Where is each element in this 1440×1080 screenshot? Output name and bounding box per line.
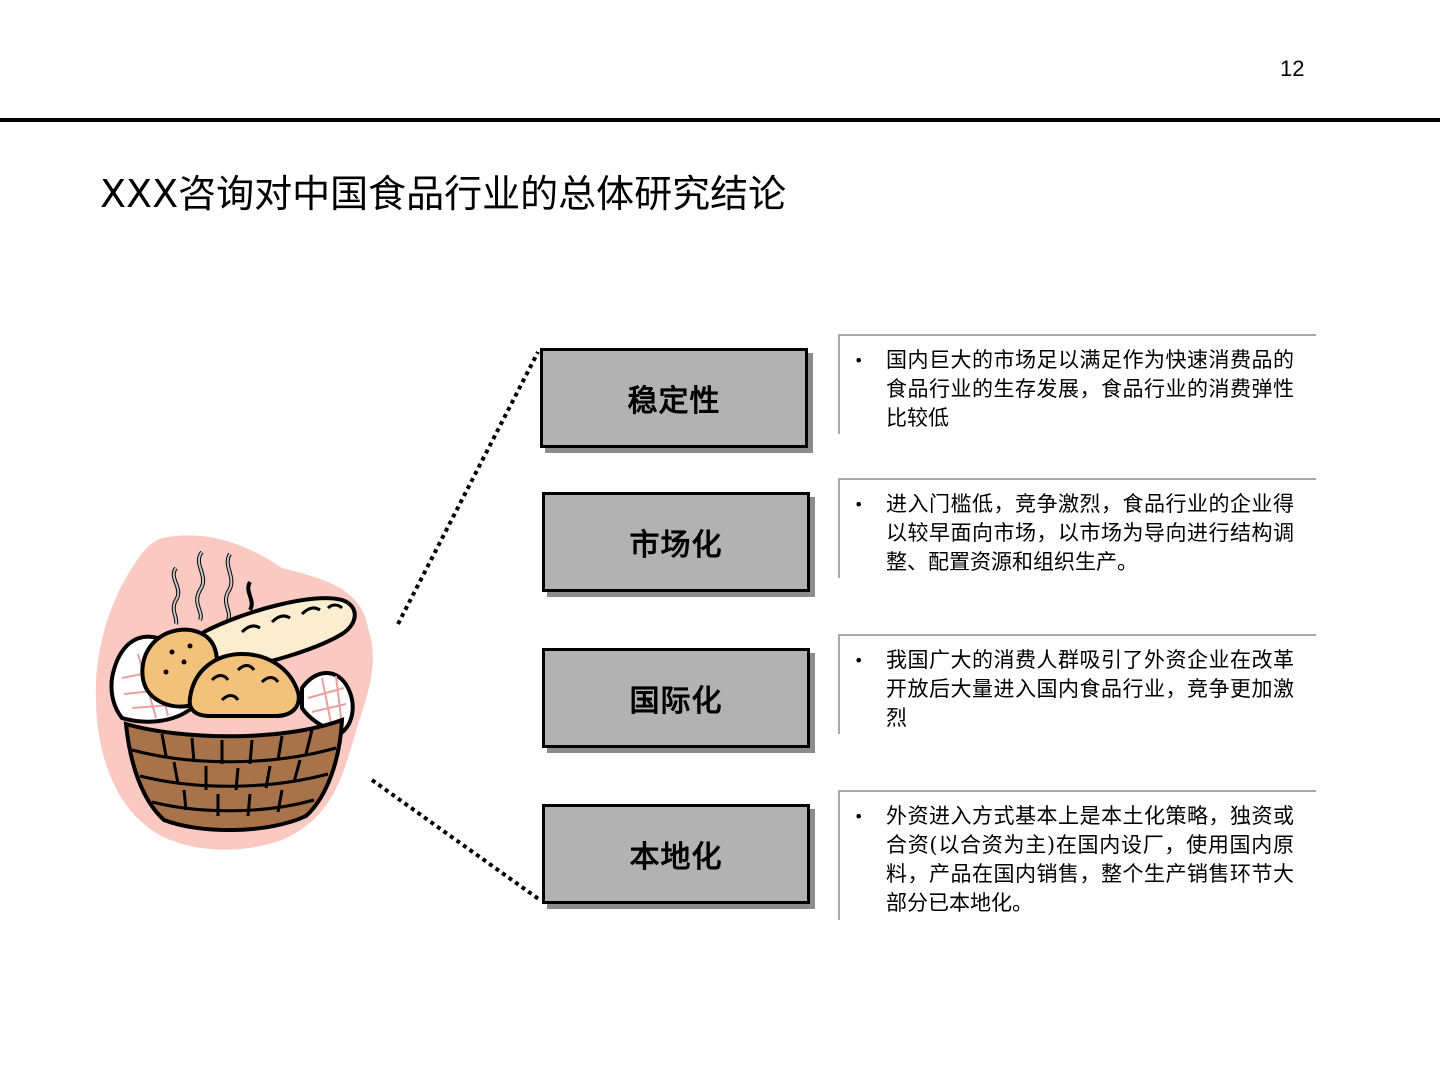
header-rule bbox=[0, 118, 1440, 122]
description-localization: • 外资进入方式基本上是本土化策略，独资或合资(以合资为主)在国内设厂，使用国内… bbox=[838, 790, 1316, 920]
description-text: 我国广大的消费人群吸引了外资企业在改革开放后大量进入国内食品行业，竞争更加激烈 bbox=[886, 648, 1294, 730]
label-box-localization: 本地化 bbox=[542, 804, 810, 904]
bullet-marker: • bbox=[854, 351, 864, 370]
connector-line-top bbox=[396, 351, 540, 625]
bullet-marker: • bbox=[854, 807, 864, 826]
description-marketization: • 进入门槛低，竞争激烈，食品行业的企业得以较早面向市场，以市场为导向进行结构调… bbox=[838, 478, 1316, 578]
bullet-marker: • bbox=[854, 495, 864, 514]
description-stability: • 国内巨大的市场足以满足作为快速消费品的食品行业的生存发展，食品行业的消费弹性… bbox=[838, 334, 1316, 434]
description-text: 国内巨大的市场足以满足作为快速消费品的食品行业的生存发展，食品行业的消费弹性比较… bbox=[886, 348, 1294, 430]
description-text: 进入门槛低，竞争激烈，食品行业的企业得以较早面向市场，以市场为导向进行结构调整、… bbox=[886, 492, 1294, 574]
bullet-marker: • bbox=[854, 651, 864, 670]
bread-basket-icon bbox=[95, 535, 373, 850]
description-text: 外资进入方式基本上是本土化策略，独资或合资(以合资为主)在国内设厂，使用国内原料… bbox=[886, 804, 1294, 915]
label-box-stability: 稳定性 bbox=[540, 348, 808, 448]
page-number: 12 bbox=[1280, 56, 1305, 81]
connector-line-bottom bbox=[370, 778, 542, 902]
description-internationalization: • 我国广大的消费人群吸引了外资企业在改革开放后大量进入国内食品行业，竞争更加激… bbox=[838, 634, 1316, 734]
label-box-marketization: 市场化 bbox=[542, 492, 810, 592]
slide-title: XXX咨询对中国食品行业的总体研究结论 bbox=[100, 172, 787, 216]
label-box-internationalization: 国际化 bbox=[542, 648, 810, 748]
